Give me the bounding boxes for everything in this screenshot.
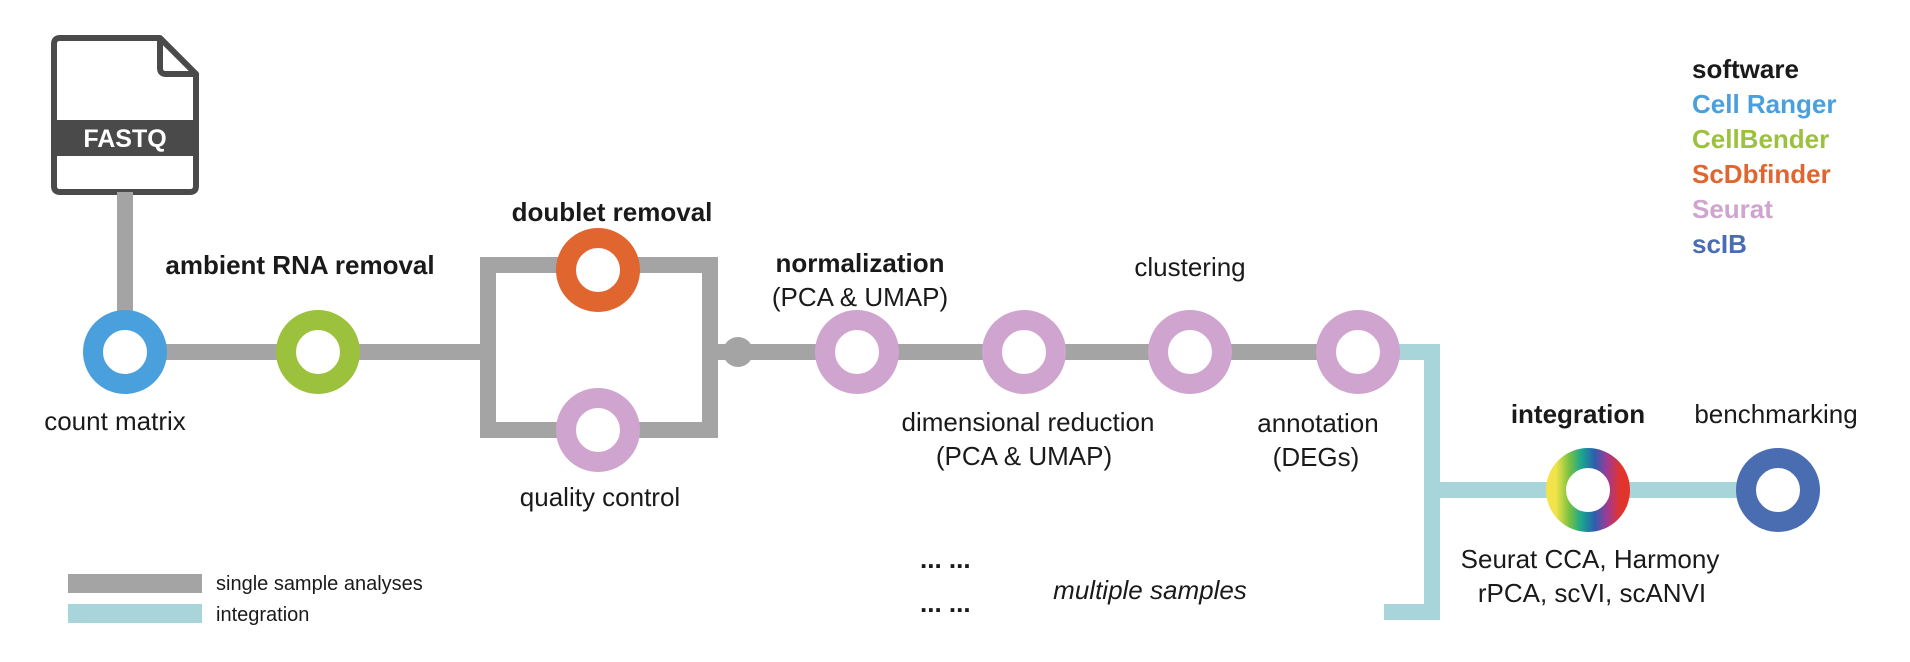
ambient-rna-node xyxy=(276,310,360,394)
legend-single-sample-label: single sample analyses xyxy=(216,573,423,595)
integration-methods-line-1: Seurat CCA, Harmony xyxy=(1461,544,1720,574)
count-matrix-node xyxy=(83,310,167,394)
count-matrix-label: count matrix xyxy=(44,406,186,436)
normalization-node xyxy=(815,310,899,394)
multiple-samples-dots-1: ... ... xyxy=(920,544,971,574)
legend-cellbender: CellBender xyxy=(1692,124,1829,154)
dim-reduction-sub-label: (PCA & UMAP) xyxy=(936,441,1112,471)
legend-scdbfinder: ScDbfinder xyxy=(1692,159,1831,189)
dim-reduction-node xyxy=(982,310,1066,394)
legend-cell-ranger: Cell Ranger xyxy=(1692,89,1837,119)
integration-node xyxy=(1546,448,1630,532)
software-legend-title: software xyxy=(1692,54,1799,84)
benchmarking-label: benchmarking xyxy=(1694,399,1857,429)
annotation-sub-label: (DEGs) xyxy=(1273,442,1360,472)
legend-integration-label: integration xyxy=(216,604,309,626)
dim-reduction-label: dimensional reduction xyxy=(902,407,1155,437)
legend-swatch-single-sample xyxy=(68,574,202,593)
branch-junction xyxy=(723,337,753,367)
software-legend: software Cell Ranger CellBender ScDbfind… xyxy=(1692,54,1837,259)
normalization-sub-label: (PCA & UMAP) xyxy=(772,282,948,312)
annotation-label: annotation xyxy=(1257,408,1378,438)
fastq-file-icon: FASTQ xyxy=(51,35,199,195)
benchmarking-node xyxy=(1736,448,1820,532)
legend-scib: scIB xyxy=(1692,229,1747,259)
multiple-samples-dots-2: ... ... xyxy=(920,588,971,618)
clustering-label: clustering xyxy=(1134,252,1245,282)
integration-methods-line-2: rPCA, scVI, scANVI xyxy=(1478,578,1706,608)
line-legend: single sample analyses integration xyxy=(68,573,423,626)
fastq-label: FASTQ xyxy=(83,125,166,153)
annotation-node xyxy=(1316,310,1400,394)
doublet-removal-node xyxy=(556,228,640,312)
ambient-rna-label: ambient RNA removal xyxy=(165,250,434,280)
legend-swatch-integration xyxy=(68,604,202,623)
normalization-label: normalization xyxy=(775,248,944,278)
clustering-node xyxy=(1148,310,1232,394)
integration-label: integration xyxy=(1511,399,1645,429)
legend-seurat: Seurat xyxy=(1692,194,1773,224)
quality-control-node xyxy=(556,388,640,472)
multiple-samples-label: multiple samples xyxy=(1053,575,1247,605)
doublet-removal-label: doublet removal xyxy=(512,197,713,227)
quality-control-label: quality control xyxy=(520,482,680,512)
